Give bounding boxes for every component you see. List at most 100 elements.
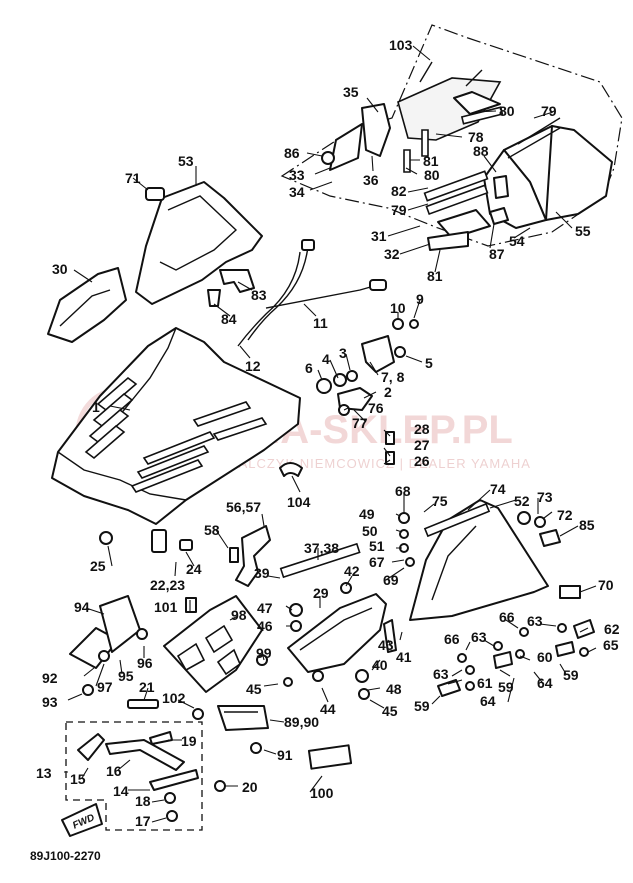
callout-75: 75 (432, 493, 448, 509)
callout-64: 64 (480, 693, 496, 709)
callout-78: 78 (468, 129, 484, 145)
callout-91: 91 (277, 747, 293, 763)
callout-71: 71 (125, 170, 141, 186)
callout-1: 1 (92, 399, 100, 415)
callout-85: 85 (579, 517, 595, 533)
side-panel-group (398, 499, 581, 621)
callout-12: 12 (245, 358, 261, 374)
callout-63: 63 (527, 613, 543, 629)
diagram-code: 89J100-2270 (30, 849, 101, 863)
callout-21: 21 (139, 679, 155, 695)
callout-95: 95 (118, 668, 134, 684)
callout-76: 76 (368, 400, 384, 416)
callout-81: 81 (427, 268, 443, 284)
callout-80: 80 (424, 167, 440, 183)
callout-44: 44 (320, 701, 336, 717)
callout-41: 41 (396, 649, 412, 665)
callout-17: 17 (135, 813, 151, 829)
callout-4: 4 (322, 351, 330, 367)
lower-right-clips-group (437, 619, 595, 697)
callout-5: 5 (425, 355, 433, 371)
callout-59: 59 (498, 679, 514, 695)
callout-69: 69 (383, 572, 399, 588)
callout-56-57: 56,57 (226, 499, 261, 515)
callout-92: 92 (42, 670, 58, 686)
callout-67: 67 (369, 554, 385, 570)
callout-46: 46 (257, 618, 273, 634)
callout-52: 52 (514, 493, 530, 509)
callout-58: 58 (204, 522, 220, 538)
callout-66: 66 (444, 631, 460, 647)
callout-26: 26 (414, 453, 430, 469)
callout-28: 28 (414, 421, 430, 437)
callout-97: 97 (97, 679, 113, 695)
callout-34: 34 (289, 184, 305, 200)
callout-86: 86 (284, 145, 300, 161)
callout-61: 61 (477, 675, 493, 691)
callout-15: 15 (70, 771, 86, 787)
callout-79: 79 (541, 103, 557, 119)
callout-54: 54 (509, 233, 525, 249)
callout-50: 50 (362, 523, 378, 539)
callout-3: 3 (339, 345, 347, 361)
callout-103: 103 (389, 37, 413, 53)
callout-42: 42 (344, 563, 360, 579)
callout-39: 39 (254, 565, 270, 581)
callout-59: 59 (414, 698, 430, 714)
callout-98: 98 (231, 607, 247, 623)
watermark-subtitle: KOWALCZYK NIEMCOWICZ | DEALER YAMAHA (205, 456, 531, 471)
callout-45: 45 (246, 681, 262, 697)
callout-88: 88 (473, 143, 489, 159)
callout-53: 53 (178, 153, 194, 169)
callout-29: 29 (313, 585, 329, 601)
callout-48: 48 (386, 681, 402, 697)
callout-49: 49 (359, 506, 375, 522)
callout-66: 66 (499, 609, 515, 625)
callout-37-38: 37,38 (304, 540, 339, 556)
callout-2: 2 (384, 384, 392, 400)
callout-40: 40 (372, 657, 388, 673)
callout-99: 99 (256, 645, 272, 661)
callout-68: 68 (395, 483, 411, 499)
callout-62: 62 (604, 621, 620, 637)
callout-6: 6 (305, 360, 313, 376)
callout-13: 13 (36, 765, 52, 781)
callout-30: 30 (52, 261, 68, 277)
callout-20: 20 (242, 779, 258, 795)
hood-group (51, 327, 301, 553)
windshield-group (280, 24, 623, 251)
callout-64: 64 (537, 675, 553, 691)
callout-55: 55 (575, 223, 591, 239)
callout-100: 100 (310, 785, 334, 801)
callout-102: 102 (162, 690, 186, 706)
callout-47: 47 (257, 600, 273, 616)
callout-104: 104 (287, 494, 311, 510)
callout-14: 14 (113, 783, 129, 799)
callout-63: 63 (433, 666, 449, 682)
callout-84: 84 (221, 311, 237, 327)
callout-60: 60 (537, 649, 553, 665)
callout-10: 10 (390, 300, 406, 316)
callout-59: 59 (563, 667, 579, 683)
callout-101: 101 (154, 599, 178, 615)
callout-22-23: 22,23 (150, 577, 185, 593)
callout-35: 35 (343, 84, 359, 100)
callout-81: 81 (423, 153, 439, 169)
callout-labels: 103 35 80 79 86 78 88 33 36 81 34 80 82 … (36, 37, 620, 829)
callout-16: 16 (106, 763, 122, 779)
callout-79: 79 (391, 202, 407, 218)
callout-87: 87 (489, 246, 505, 262)
callout-36: 36 (363, 172, 379, 188)
callout-96: 96 (137, 655, 153, 671)
callout-65: 65 (603, 637, 619, 653)
callout-70: 70 (598, 577, 614, 593)
callout-31: 31 (371, 228, 387, 244)
callout-82: 82 (391, 183, 407, 199)
callout-94: 94 (74, 599, 90, 615)
callout-80: 80 (499, 103, 515, 119)
callout-33: 33 (289, 167, 305, 183)
callout-89-90: 89,90 (284, 714, 319, 730)
callout-83: 83 (251, 287, 267, 303)
callout-25: 25 (90, 558, 106, 574)
